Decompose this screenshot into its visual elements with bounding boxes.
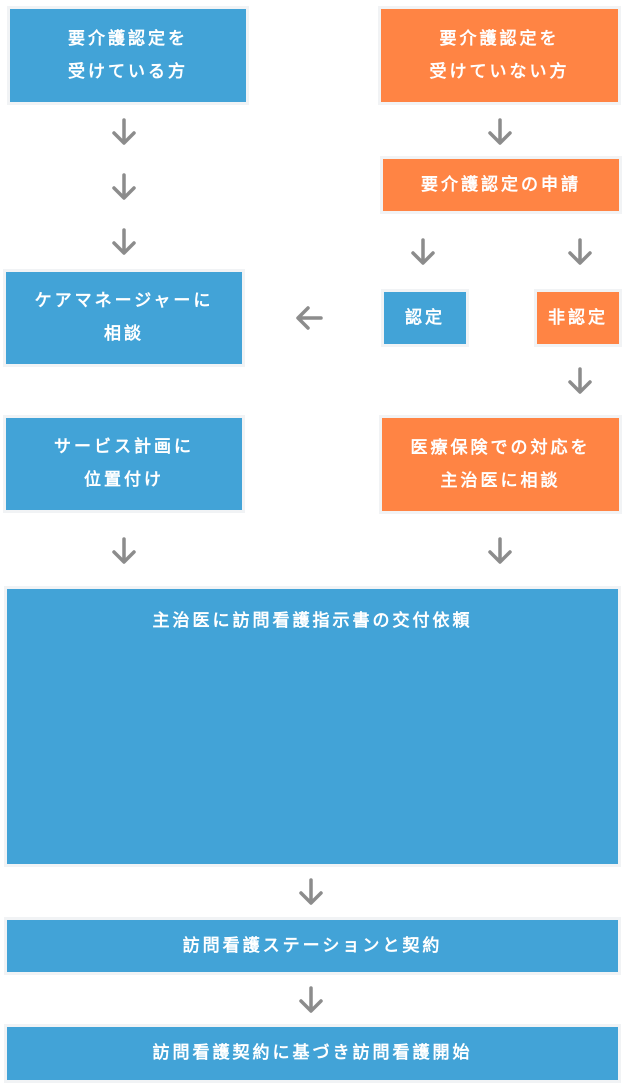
arrow-down-icon: [109, 172, 139, 202]
arrow-down-icon: [565, 366, 595, 396]
with-certification-line2: 受けている方: [68, 61, 188, 82]
without-certification-line2: 受けていない方: [429, 61, 570, 82]
visit-nursing-start-label: 訪問看護契約に基づき訪問看護開始: [152, 1043, 473, 1063]
visit-nursing-start-box: 訪問看護契約に基づき訪問看護開始: [7, 1027, 618, 1080]
care-manager-box: ケアマネージャーに 相談: [6, 272, 242, 364]
medical-insurance-line1: 医療保険での対応を: [410, 437, 591, 458]
without-certification-box: 要介護認定を 受けていない方: [381, 9, 618, 102]
certified-label: 認定: [405, 307, 445, 328]
medical-insurance-line2: 主治医に相談: [440, 470, 561, 491]
arrow-down-icon: [565, 237, 595, 267]
arrow-left-icon: [294, 303, 324, 333]
certification-application-label: 要介護認定の申請: [421, 174, 581, 195]
service-plan-line1: サービス計画に: [54, 437, 194, 457]
arrow-down-icon: [485, 117, 515, 147]
arrow-down-icon: [408, 237, 438, 267]
certification-application-box: 要介護認定の申請: [383, 159, 619, 211]
medical-insurance-box: 医療保険での対応を 主治医に相談: [382, 418, 619, 511]
not-certified-label: 非認定: [548, 307, 608, 328]
station-contract-label: 訪問看護ステーションと契約: [182, 935, 443, 956]
care-manager-line1: ケアマネージャーに: [34, 291, 214, 311]
care-manager-line2: 相談: [104, 324, 144, 344]
instruction-request-label: 主治医に訪問看護指示書の交付依頼: [152, 611, 473, 631]
with-certification-line1: 要介護認定を: [68, 28, 188, 49]
service-plan-box: サービス計画に 位置付け: [6, 418, 242, 510]
instruction-request-box: 主治医に訪問看護指示書の交付依頼: [7, 589, 618, 864]
arrow-down-icon: [109, 536, 139, 566]
certified-box: 認定: [384, 292, 466, 344]
arrow-down-icon: [109, 117, 139, 147]
service-plan-line2: 位置付け: [84, 470, 164, 490]
with-certification-box: 要介護認定を 受けている方: [10, 9, 246, 102]
arrow-down-icon: [296, 985, 326, 1015]
without-certification-line1: 要介護認定を: [439, 28, 560, 49]
arrow-down-icon: [485, 536, 515, 566]
arrow-down-icon: [296, 877, 326, 907]
arrow-down-icon: [109, 227, 139, 257]
not-certified-box: 非認定: [537, 292, 619, 344]
station-contract-box: 訪問看護ステーションと契約: [7, 920, 618, 972]
